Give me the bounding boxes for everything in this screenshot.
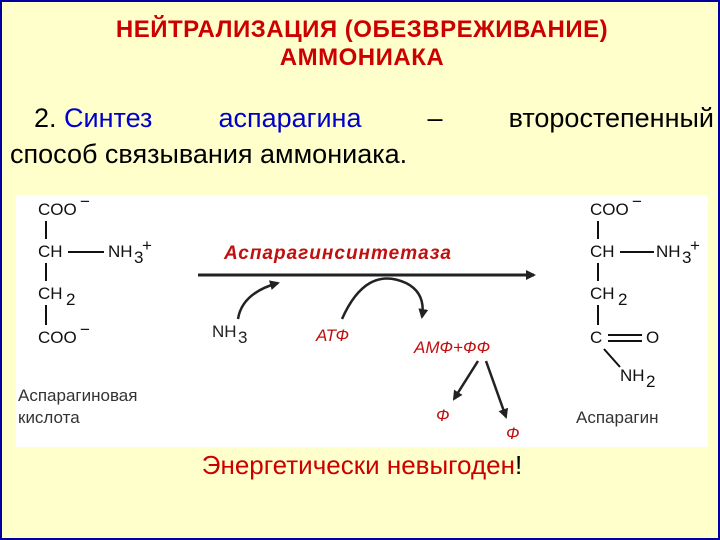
phosphate-arrow-1 bbox=[452, 360, 480, 401]
intro-line-2: способ связывания аммониака. bbox=[10, 139, 408, 169]
left-coo-bottom: COO bbox=[38, 328, 77, 347]
title-line-1: НЕЙТРАЛИЗАЦИЯ (ОБЕЗВРЕЖИВАНИЕ) bbox=[115, 16, 609, 43]
reaction-diagram: COO − CH NH 3 + CH 2 COO − Аспарагиновая… bbox=[16, 195, 708, 447]
left-name-line-1: Аспарагиновая bbox=[18, 386, 137, 405]
left-nh3-charge: + bbox=[142, 236, 152, 255]
right-ch: CH bbox=[590, 242, 615, 261]
intro-text: 2. Синтез аспарагина – второстепенный сп… bbox=[10, 100, 714, 172]
left-nh3: NH bbox=[108, 242, 133, 261]
left-coo-top-charge: − bbox=[80, 195, 90, 211]
phosphate-arrow-2 bbox=[484, 360, 509, 419]
right-ch2: CH bbox=[590, 284, 615, 303]
intro-line-1: 2. Синтез аспарагина – второстепенный bbox=[10, 100, 714, 136]
atp-label: АТФ bbox=[315, 326, 349, 345]
right-nh3-charge: + bbox=[690, 236, 700, 255]
right-nh2-sub: 2 bbox=[646, 372, 655, 391]
right-c: C bbox=[590, 328, 602, 347]
nh3-input-arrow bbox=[236, 280, 280, 320]
intro-word-secondary: второстепенный bbox=[508, 103, 714, 133]
nh3-input-sub: 3 bbox=[238, 328, 247, 347]
atp-amp-arrow bbox=[340, 277, 429, 320]
left-ch: CH bbox=[38, 242, 63, 261]
conclusion: Энергетически невыгоден! bbox=[2, 450, 720, 481]
aspartic-acid-structure: COO − CH NH 3 + CH 2 COO − Аспарагиновая… bbox=[18, 195, 152, 427]
enzyme-label: Аспарагинсинтетаза bbox=[223, 243, 452, 264]
right-name: Аспарагин bbox=[576, 408, 659, 427]
intro-word-synthesis: Синтез bbox=[64, 103, 153, 133]
left-coo-bottom-charge: − bbox=[80, 320, 90, 339]
right-coo-top: COO bbox=[590, 200, 629, 219]
title-line-2: АММОНИАКА bbox=[279, 44, 445, 71]
right-nh2: NH bbox=[620, 366, 645, 385]
right-nh3: NH bbox=[656, 242, 681, 261]
right-nh3-sub: 3 bbox=[682, 248, 691, 267]
amp-pp-label: АМФ+ФФ bbox=[413, 338, 490, 357]
phosphate-2-label: Ф bbox=[506, 424, 520, 443]
left-name-line-2: кислота bbox=[18, 408, 80, 427]
intro-dash: – bbox=[427, 103, 443, 133]
left-ch2-sub: 2 bbox=[66, 290, 75, 309]
conclusion-text: Энергетически невыгоден bbox=[201, 450, 515, 480]
reaction-svg: COO − CH NH 3 + CH 2 COO − Аспарагиновая… bbox=[18, 195, 700, 443]
asparagine-structure: COO − CH NH 3 + CH 2 C O NH 2 Аспарагин bbox=[576, 195, 700, 427]
intro-number: 2. bbox=[34, 103, 57, 133]
left-coo-top: COO bbox=[38, 200, 77, 219]
conclusion-exclamation: ! bbox=[514, 450, 523, 480]
phosphate-1-label: Ф bbox=[436, 406, 450, 425]
right-bond-5 bbox=[603, 348, 621, 368]
nh3-input-label: NH bbox=[212, 322, 237, 341]
slide-title: НЕЙТРАЛИЗАЦИЯ (ОБЕЗВРЕЖИВАНИЕ) АММОНИАКА bbox=[2, 16, 720, 72]
intro-word-asparagine: аспарагина bbox=[218, 103, 362, 133]
left-ch2: CH bbox=[38, 284, 63, 303]
left-nh3-sub: 3 bbox=[134, 248, 143, 267]
right-o: O bbox=[646, 328, 659, 347]
right-coo-top-charge: − bbox=[632, 195, 642, 211]
right-ch2-sub: 2 bbox=[618, 290, 627, 309]
